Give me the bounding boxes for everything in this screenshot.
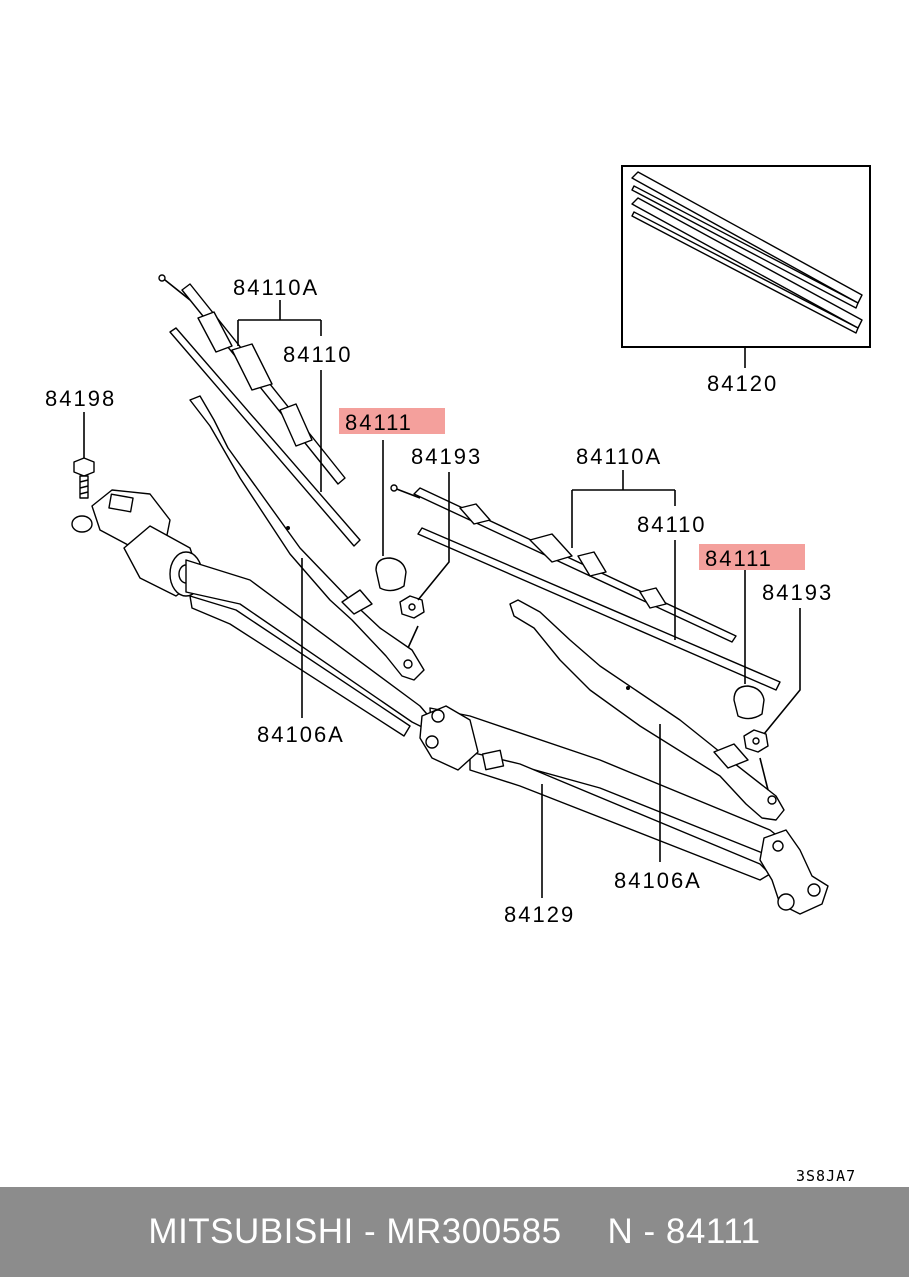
footer-ref: N - 84111 [607,1212,761,1251]
footer-brand-part: MITSUBISHI - MR300585 [148,1212,562,1251]
right-cap [733,685,765,720]
highlight-right-84111 [699,544,805,570]
wiper-parts-diagram: 84110A 84110 84111 84193 84198 84106A 84… [45,165,871,1185]
label-84120: 84120 [707,371,778,396]
left-blade-rubber [169,327,361,547]
left-wiper-blade-assembly [158,274,346,485]
bolt [73,457,95,499]
label-84110A-left: 84110A [233,275,319,300]
label-84110-right: 84110 [637,512,707,537]
label-84129: 84129 [504,902,575,927]
highlight-left-84111 [339,408,445,434]
label-84193-left: 84193 [411,444,482,469]
right-nut [743,729,769,753]
left-cap [375,557,407,592]
footer-bar: MITSUBISHI - MR300585 N - 84111 [0,1187,909,1277]
label-84111-right: 84111 [705,546,773,571]
linkage [185,559,829,915]
label-84106A-left: 84106A [257,722,345,747]
label-84110-left: 84110 [283,342,353,367]
right-wiper-arm [509,599,785,821]
label-84106A-right: 84106A [614,868,702,893]
label-84193-right: 84193 [762,580,833,605]
diagram-code: 3S8JA7 [796,1167,856,1185]
label-84111-left: 84111 [345,410,413,435]
right-blade-rubber [417,527,781,691]
wiper-motor [71,489,203,597]
label-84198: 84198 [45,386,116,411]
left-wiper-arm [189,395,425,681]
left-nut [399,595,425,619]
blade-rubber-inset [621,165,871,368]
right-wiper-blade-assembly [390,484,737,643]
leader-lines [83,300,801,898]
label-84110A-right: 84110A [576,444,662,469]
